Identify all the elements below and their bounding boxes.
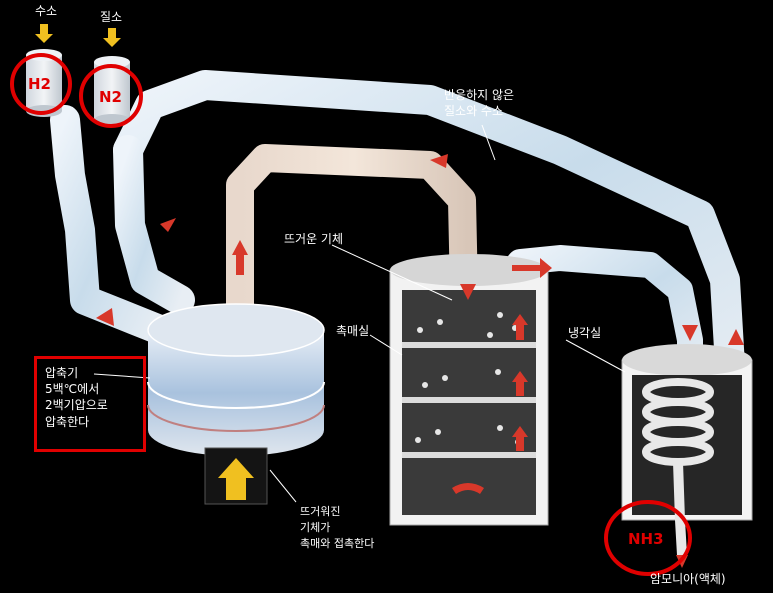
heated-gas-line3: 촉매와 접촉한다: [300, 537, 375, 550]
nh3-label: NH3: [628, 530, 664, 548]
hot-gas-pipe: [226, 144, 482, 494]
h2-label: H2: [28, 75, 51, 93]
heated-gas-line1: 뜨거워진: [300, 505, 341, 518]
highlight-circles: [10, 53, 692, 576]
compressor-line-3: 압축한다: [45, 414, 90, 429]
compressor-line-2: 2백기압으로: [45, 398, 108, 413]
hot-gas-label: 뜨거운 기체: [284, 232, 344, 246]
compressor-line-1: 5백℃에서: [45, 382, 100, 397]
nitrogen-inlet-arrow: [103, 28, 121, 47]
cooling-chamber: [621, 344, 753, 556]
compressor: [147, 303, 325, 505]
nitrogen-label: 질소: [100, 10, 123, 24]
catalyst-chamber: [389, 254, 549, 526]
catalyst-chamber-label: 촉매실: [336, 324, 370, 338]
unreacted-label-line2: 질소와 수소: [444, 104, 504, 118]
hydrogen-label: 수소: [35, 4, 58, 18]
unreacted-label-line1: 반응하지 않은: [444, 88, 515, 102]
hydrogen-inlet-arrow: [35, 24, 53, 43]
flow-arrows: [96, 154, 744, 568]
heated-gas-line2: 기체가: [300, 521, 331, 534]
n2-label: N2: [99, 88, 122, 106]
compressor-callout: 압축기 5백℃에서 2백기압으로 압축한다: [34, 356, 146, 452]
cooling-chamber-label: 냉각실: [568, 326, 602, 340]
ammonia-label: 암모니아(액체): [650, 572, 726, 586]
compressor-title: 압축기: [45, 366, 79, 380]
